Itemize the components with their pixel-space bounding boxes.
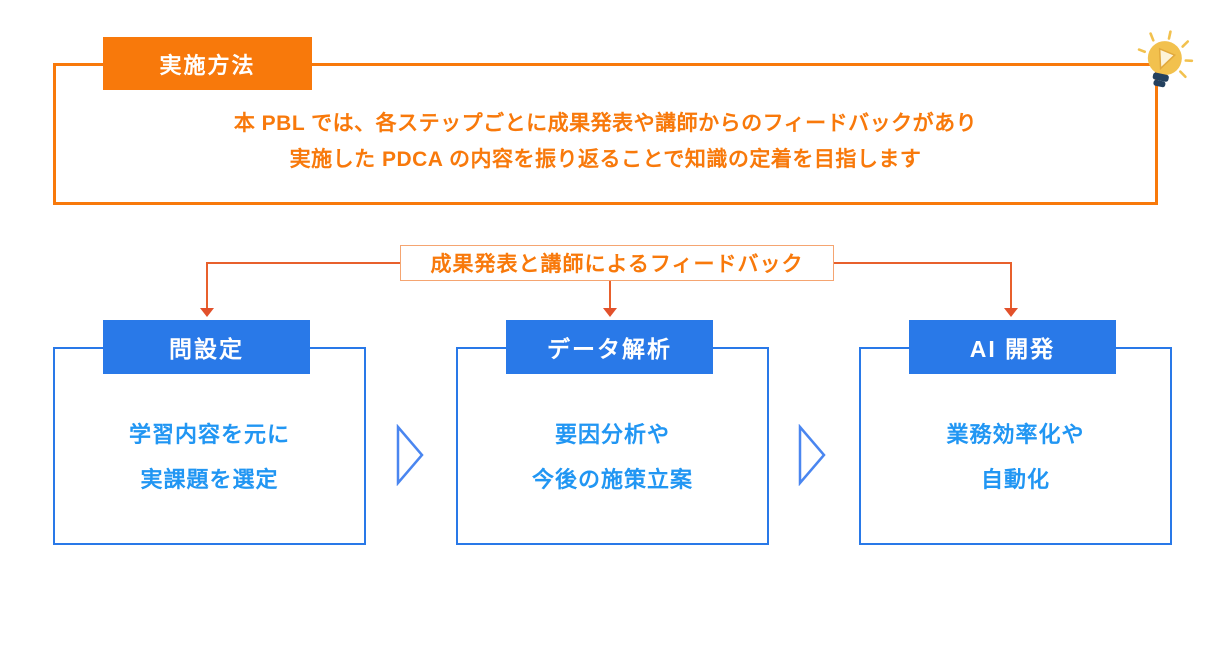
step-data-analysis-line-1: 要因分析や: [554, 422, 670, 447]
next-step-chevron-icon: [394, 423, 426, 487]
step-data-analysis-text: 要因分析や 今後の施策立案: [456, 412, 769, 502]
arrow-down-icon: [603, 308, 617, 317]
step-problem-setting-box: [53, 347, 366, 545]
step-ai-development-box: [859, 347, 1172, 545]
method-description-line-2: 実施した PDCA の内容を振り返ることで知識の定着を目指します: [289, 148, 922, 171]
connector-left-horizontal: [207, 262, 400, 264]
step-problem-setting-text: 学習内容を元に 実課題を選定: [53, 412, 366, 502]
step-problem-setting-title: 問設定: [103, 320, 310, 374]
connector-middle-vertical: [609, 281, 611, 308]
method-title: 実施方法: [103, 37, 312, 90]
connector-left-vertical: [206, 262, 208, 308]
step-ai-development-line-2: 自動化: [980, 467, 1050, 492]
lightbulb-icon: [1128, 28, 1200, 108]
step-ai-development-line-1: 業務効率化や: [946, 422, 1085, 447]
method-description: 本 PBL では、各ステップごとに成果発表や講師からのフィードバックがあり 実施…: [53, 106, 1158, 178]
step-problem-setting-line-1: 学習内容を元に: [128, 422, 290, 447]
step-ai-development-text: 業務効率化や 自動化: [859, 412, 1172, 502]
next-step-chevron-icon: [796, 423, 828, 487]
step-ai-development-title: AI 開発: [909, 320, 1116, 374]
step-problem-setting-line-2: 実課題を選定: [140, 467, 279, 492]
step-data-analysis-line-2: 今後の施策立案: [531, 467, 693, 492]
arrow-down-icon: [1004, 308, 1018, 317]
method-description-line-1: 本 PBL では、各ステップごとに成果発表や講師からのフィードバックがあり: [233, 112, 978, 135]
feedback-label: 成果発表と講師によるフィードバック: [400, 245, 834, 281]
connector-right-horizontal: [834, 262, 1012, 264]
step-data-analysis-title: データ解析: [506, 320, 713, 374]
connector-right-vertical: [1010, 262, 1012, 308]
step-data-analysis-box: [456, 347, 769, 545]
arrow-down-icon: [200, 308, 214, 317]
